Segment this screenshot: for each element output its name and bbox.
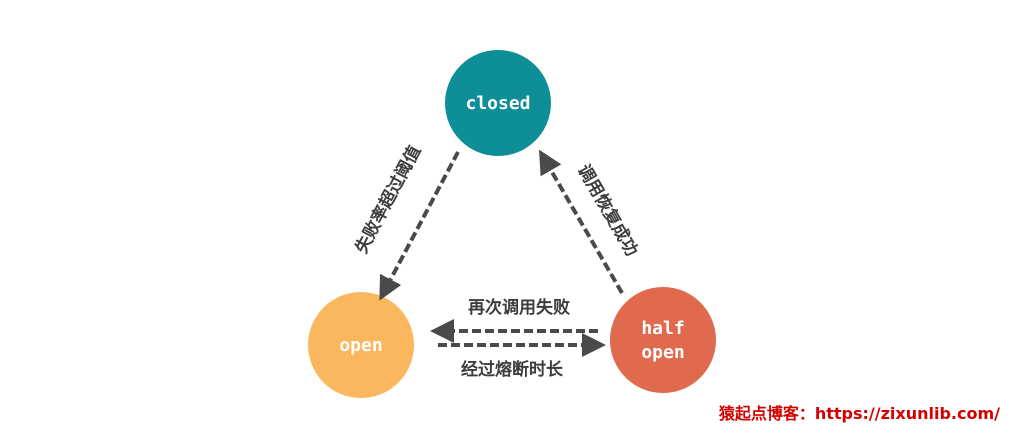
node-half-open-label-line1: half bbox=[641, 318, 684, 339]
edge-label-closed-to-open: 失败率超过阈值 bbox=[351, 142, 425, 257]
watermark-text: 猿起点博客：https://zixunlib.com/ bbox=[718, 404, 1000, 423]
edge-label-half-open-to-open: 再次调用失败 bbox=[468, 297, 570, 318]
node-closed-label: closed bbox=[465, 93, 530, 114]
node-half-open-label-line2: open bbox=[641, 342, 684, 363]
edge-label-open-to-half-open: 经过熔断时长 bbox=[461, 359, 564, 380]
node-closed: closed bbox=[445, 50, 551, 156]
arrow-closed-to-open bbox=[379, 151, 460, 301]
node-open: open bbox=[308, 292, 414, 398]
edge-label-half-open-to-closed: 调用恢复成功 bbox=[573, 161, 642, 260]
node-open-label: open bbox=[339, 335, 382, 356]
node-half-open: half open bbox=[610, 287, 716, 393]
